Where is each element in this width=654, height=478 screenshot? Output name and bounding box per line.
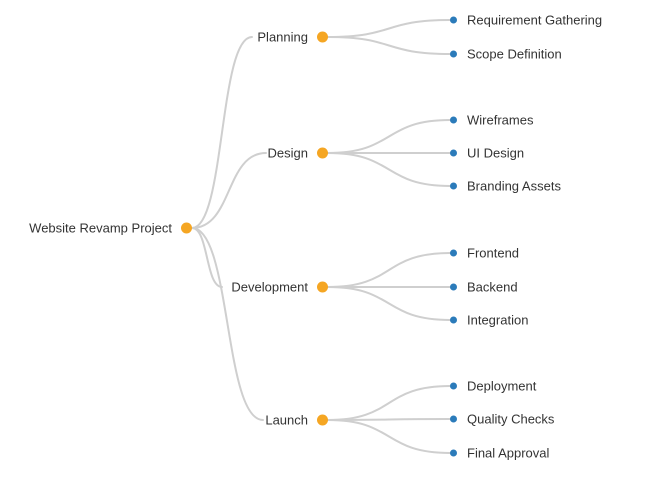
tree-edge — [191, 227, 223, 288]
blue-dot-icon[interactable] — [450, 449, 457, 457]
tree-edge — [327, 286, 451, 321]
blue-dot-icon[interactable] — [450, 50, 457, 58]
tree-node-frontend[interactable]: Frontend — [450, 246, 519, 261]
tree-node-planning[interactable]: Planning — [0, 30, 328, 45]
tree-node-deployment[interactable]: Deployment — [450, 379, 536, 394]
tree-edge — [327, 418, 451, 421]
tree-node-quality-checks[interactable]: Quality Checks — [450, 412, 554, 427]
tree-node-scope-definition[interactable]: Scope Definition — [450, 47, 562, 62]
orange-dot-icon[interactable] — [317, 281, 328, 293]
tree-node-label: Planning — [257, 29, 308, 45]
blue-dot-icon[interactable] — [450, 283, 457, 291]
tree-edge — [327, 252, 451, 288]
tree-node-label: Website Revamp Project — [29, 220, 172, 236]
tree-node-integration[interactable]: Integration — [450, 313, 528, 328]
tree-node-backend[interactable]: Backend — [450, 280, 518, 295]
blue-dot-icon[interactable] — [450, 16, 457, 24]
tree-node-label: Final Approval — [467, 445, 550, 461]
orange-dot-icon[interactable] — [317, 414, 328, 426]
blue-dot-icon[interactable] — [450, 249, 457, 257]
tree-node-label: Design — [267, 145, 308, 161]
blue-dot-icon[interactable] — [450, 116, 457, 124]
tree-edge — [327, 385, 451, 421]
blue-dot-icon[interactable] — [450, 415, 457, 423]
blue-dot-icon[interactable] — [450, 149, 457, 157]
tree-node-label: Frontend — [467, 245, 520, 261]
tree-node-requirement-gathering[interactable]: Requirement Gathering — [450, 13, 602, 28]
tree-node-final-approval[interactable]: Final Approval — [450, 446, 549, 461]
tree-node-label: Quality Checks — [467, 411, 555, 427]
tree-edge — [191, 36, 253, 229]
orange-dot-icon[interactable] — [181, 222, 192, 234]
tree-edge — [191, 152, 267, 229]
tree-edge — [327, 152, 451, 187]
orange-dot-icon[interactable] — [317, 31, 328, 43]
tree-node-label: Development — [231, 279, 308, 295]
tree-node-branding-assets[interactable]: Branding Assets — [450, 179, 561, 194]
tree-node-development[interactable]: Development — [0, 280, 328, 295]
tree-node-label: Branding Assets — [467, 178, 561, 194]
tree-node-label: Scope Definition — [467, 46, 562, 62]
tree-edge — [327, 19, 451, 38]
tree-node-wireframes[interactable]: Wireframes — [450, 113, 533, 128]
tree-node-design[interactable]: Design — [0, 146, 328, 161]
tree-edge — [327, 119, 451, 154]
tree-node-launch[interactable]: Launch — [0, 413, 328, 428]
tree-node-root[interactable]: Website Revamp Project — [0, 221, 192, 236]
tree-node-label: Wireframes — [467, 112, 534, 128]
tree-edge — [191, 227, 264, 421]
tree-node-ui-design[interactable]: UI Design — [450, 146, 524, 161]
blue-dot-icon[interactable] — [450, 182, 457, 190]
tree-node-label: UI Design — [467, 145, 525, 161]
orange-dot-icon[interactable] — [317, 147, 328, 159]
tree-node-label: Deployment — [467, 378, 537, 394]
tree-node-label: Launch — [265, 412, 308, 428]
tree-node-label: Backend — [467, 279, 518, 295]
blue-dot-icon[interactable] — [450, 316, 457, 324]
tree-node-label: Requirement Gathering — [467, 12, 603, 28]
blue-dot-icon[interactable] — [450, 382, 457, 390]
tree-edge — [327, 419, 451, 454]
tree-node-label: Integration — [467, 312, 529, 328]
tree-edge — [327, 36, 451, 55]
